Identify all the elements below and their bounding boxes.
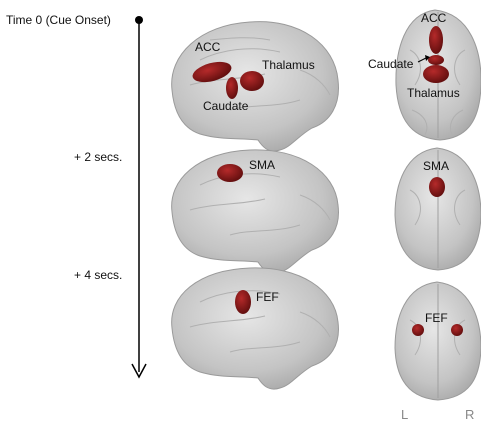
orientation-left-label: L: [401, 407, 409, 422]
timeline-start-label: Time 0 (Cue Onset): [6, 13, 111, 27]
label-fef-axial: FEF: [425, 311, 448, 325]
orientation-right-label: R: [465, 407, 475, 422]
activation-fef-sagittal: [235, 290, 251, 314]
timeline-axis: [131, 16, 147, 379]
activation-acc-axial: [429, 26, 443, 54]
activation-fef-axial-left: [412, 324, 424, 336]
activation-caudate-axial: [428, 55, 444, 65]
activation-caudate-sagittal: [226, 77, 238, 99]
timeline-arrowhead: [131, 363, 147, 379]
brain-axial-row3: [394, 281, 481, 401]
activation-fef-axial-right: [451, 324, 463, 336]
label-acc-sagittal: ACC: [195, 40, 221, 54]
label-sma-axial: SMA: [423, 159, 450, 173]
timeline-step-2s: + 2 secs.: [74, 150, 123, 164]
activation-sma-axial: [429, 177, 445, 197]
timeline-step-4s: + 4 secs.: [74, 268, 123, 282]
activation-sma-sagittal: [217, 164, 243, 182]
brain-axial-row2: [394, 147, 481, 271]
label-acc-axial: ACC: [421, 11, 447, 25]
brain-sagittal-row3: [171, 267, 339, 390]
activation-acc-sagittal: [192, 61, 232, 83]
label-fef-sagittal: FEF: [256, 290, 279, 304]
label-thalamus-sagittal: Thalamus: [262, 58, 315, 72]
label-caudate-sagittal: Caudate: [203, 99, 249, 113]
label-sma-sagittal: SMA: [249, 158, 276, 172]
activation-thalamus-axial: [423, 65, 449, 83]
activation-thalamus-sagittal: [240, 71, 264, 91]
label-caudate-axial: Caudate: [368, 57, 414, 71]
label-thalamus-axial: Thalamus: [407, 86, 460, 100]
caudate-pointer-arrowhead: [425, 55, 430, 61]
